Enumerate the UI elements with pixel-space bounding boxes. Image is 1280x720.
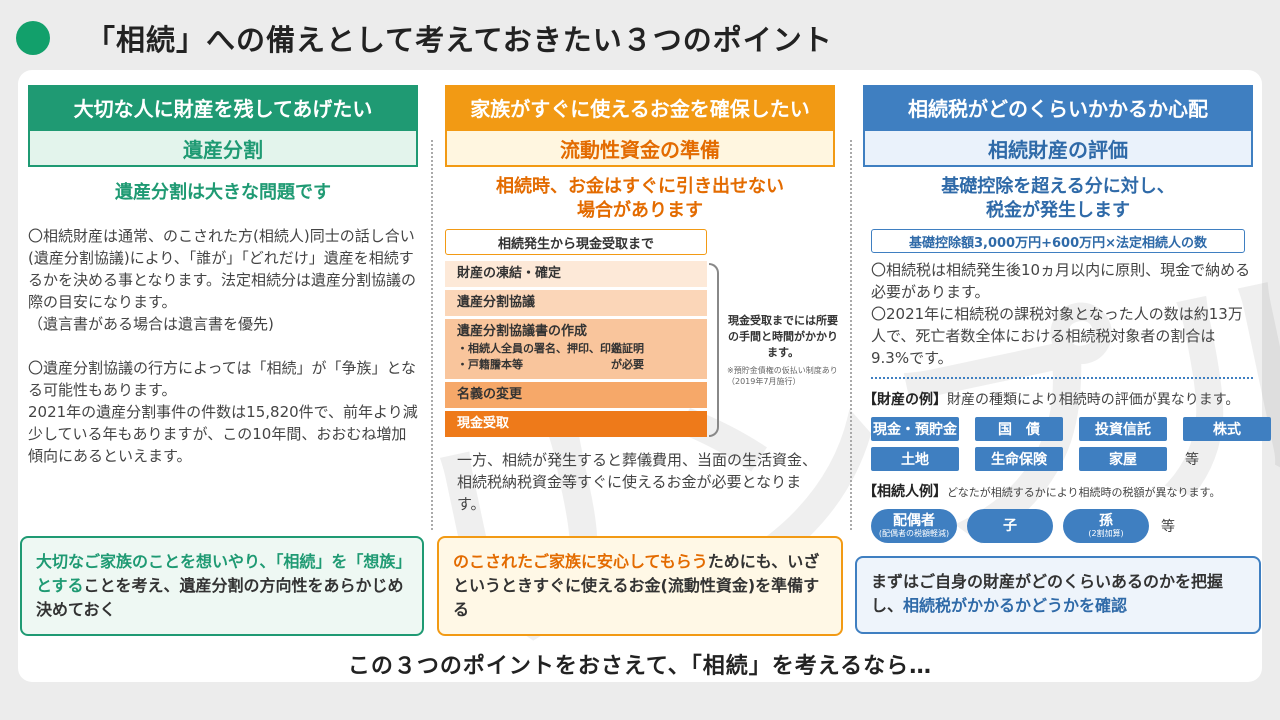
heir-note: (2割加算) xyxy=(1088,528,1124,538)
summary-highlight: のこされたご家族に安心してもらう xyxy=(453,552,708,571)
summary-highlight: 相続税がかかるかどうかを確認 xyxy=(903,596,1128,615)
column-subheader: 流動性資金の準備 xyxy=(445,129,835,167)
column-header: 家族がすぐに使えるお金を確保したい xyxy=(445,85,835,129)
heir-label: 子 xyxy=(1003,517,1017,534)
summary-box-blue: まずはご自身の財産がどのくらいあるのかを把握し、相続税がかかるかどうかを確認 xyxy=(855,556,1261,634)
asset-chip: 株式 xyxy=(1183,417,1271,441)
summary-text: ことを考え、遺産分割の方向性をあらかじめ決めておく xyxy=(36,576,404,619)
heir-note: (配偶者の税額軽減) xyxy=(878,528,950,538)
lead-line: 税金が発生します xyxy=(986,200,1130,221)
heir-label: 孫 xyxy=(1099,512,1113,529)
title-bullet-icon xyxy=(16,21,50,55)
asset-chip: 土地 xyxy=(871,447,959,471)
column-lead: 遺産分割は大きな問題です xyxy=(115,182,331,203)
flow-step-note: ・戸籍謄本等 が必要 xyxy=(457,358,644,371)
column-inheritance-division: 大切な人に財産を残してあげたい 遺産分割 遺産分割は大きな問題です 〇相続財産は… xyxy=(28,85,418,467)
asset-chip: 投資信託 xyxy=(1079,417,1167,441)
lead-line: 基礎控除を超える分に対し、 xyxy=(941,176,1175,197)
column-body: 〇相続税は相続発生後10ヵ月以内に原則、現金で納める必要があります。 〇2021… xyxy=(863,259,1253,369)
column-body: 一方、相続が発生すると葬儀費用、当面の生活資金、相続税納税資金等すぐに使えるお金… xyxy=(457,451,818,513)
column-body: 〇相続財産は通常、のこされた方(相続人)同士の話し合い(遺産分割協議)により、「… xyxy=(28,225,418,467)
heir-pill: 孫 (2割加算) xyxy=(1063,509,1149,543)
etc-label: 等 xyxy=(1161,519,1175,535)
asset-chip: 現金・預貯金 xyxy=(871,417,959,441)
asset-chips: 現金・預貯金 国 債 投資信託 株式 土地 生命保険 家屋 等 xyxy=(863,417,1271,471)
dotted-divider xyxy=(871,377,1253,379)
column-divider xyxy=(850,140,852,530)
column-subheader: 遺産分割 xyxy=(28,129,418,167)
column-tax-valuation: 相続税がどのくらいかかるか心配 相続財産の評価 基礎控除を超える分に対し、 税金… xyxy=(863,85,1271,543)
main-panel: リンプル 大切な人に財産を残してあげたい 遺産分割 遺産分割は大きな問題です 〇… xyxy=(18,70,1280,704)
column-header: 相続税がどのくらいかかるか心配 xyxy=(863,85,1253,129)
asset-chip: 国 債 xyxy=(975,417,1063,441)
etc-label: 等 xyxy=(1185,452,1199,468)
column-divider xyxy=(431,140,433,530)
brace-icon xyxy=(709,263,719,437)
page-title: 「相続」への備えとして考えておきたい３つのポイント xyxy=(86,23,833,57)
examples-desc: どなたが相続するかにより相続時の税額が異なります。 xyxy=(947,486,1221,499)
examples-desc: 財産の種類により相続時の評価が異なります。 xyxy=(947,392,1240,408)
flow-note: 現金受取までには所要の手間と時間がかかります。 xyxy=(728,314,838,359)
heir-pills: 配偶者 (配偶者の税額軽減) 子 孫 (2割加算) 等 xyxy=(863,509,1253,543)
asset-examples-title: 【財産の例】財産の種類により相続時の評価が異なります。 xyxy=(863,389,1253,409)
lead-line: 相続時、お金はすぐに引き出せない xyxy=(496,176,784,197)
heir-pill: 配偶者 (配偶者の税額軽減) xyxy=(871,509,957,543)
column-lead: 基礎控除を超える分に対し、 税金が発生します xyxy=(863,175,1253,223)
paragraph: 2021年の遺産分割事件の件数は15,820件で、前年より減少している年もありま… xyxy=(28,403,418,465)
lead-line: 場合があります xyxy=(577,200,703,221)
paragraph: 〇相続財産は通常、のこされた方(相続人)同士の話し合い(遺産分割協議)により、「… xyxy=(28,227,417,311)
examples-heading: 【財産の例】 xyxy=(863,392,947,408)
flow-step: 名義の変更 xyxy=(445,382,707,408)
paragraph: 〇相続税は相続発生後10ヵ月以内に原則、現金で納める必要があります。 xyxy=(871,261,1251,301)
flow-step-label: 遺産分割協議書の作成 xyxy=(457,324,588,339)
examples-heading: 【相続人例】 xyxy=(863,484,947,500)
column-subheader: 相続財産の評価 xyxy=(863,129,1253,167)
flow-diagram: 財産の凍結・確定 遺産分割協議 遺産分割協議書の作成 ・相続人全員の署名、押印、… xyxy=(445,261,838,441)
flow-footnote: ※預貯金債権の仮払い制度あり（2019年7月施行） xyxy=(727,366,838,386)
heir-label: 配偶者 xyxy=(893,512,935,529)
paragraph: （遺言書がある場合は遺言書を優先) xyxy=(28,315,274,333)
deduction-formula: 基礎控除額3,000万円+600万円×法定相続人の数 xyxy=(871,229,1245,253)
paragraph: 〇遺産分割協議の行方によっては「相続」が「争族」となる可能性もあります。 xyxy=(28,359,417,399)
summary-text: まずはご自身の財産がどのくらいあるのかを把握し、 xyxy=(871,572,1224,615)
paragraph: 〇2021年に相続税の課税対象となった人の数は約13万人で、死亡者数全体における… xyxy=(871,305,1243,367)
heir-pill: 子 xyxy=(967,509,1053,543)
summary-box-orange: のこされたご家族に安心してもらうためにも、いざというときすぐに使えるお金(流動性… xyxy=(437,536,843,636)
summary-box-green: 大切なご家族のことを想いやり、「相続」を「想族」とすることを考え、遺産分割の方向… xyxy=(20,536,424,636)
column-header: 大切な人に財産を残してあげたい xyxy=(28,85,418,129)
flow-step: 遺産分割協議 xyxy=(445,290,707,316)
flow-header: 相続発生から現金受取まで xyxy=(445,229,707,255)
flow-step-note: ・相続人全員の署名、押印、印鑑証明 xyxy=(457,342,644,355)
asset-chip: 家屋 xyxy=(1079,447,1167,471)
column-liquidity: 家族がすぐに使えるお金を確保したい 流動性資金の準備 相続時、お金はすぐに引き出… xyxy=(445,85,838,515)
asset-chip: 生命保険 xyxy=(975,447,1063,471)
footer-message: この３つのポイントをおさえて、「相続」を考えるなら… xyxy=(347,654,933,679)
summary-text: ためにも、いざというときすぐに使えるお金(流動性資金)を準備する xyxy=(453,552,820,619)
heir-examples-title: 【相続人例】どなたが相続するかにより相続時の税額が異なります。 xyxy=(863,481,1253,501)
flow-step: 現金受取 xyxy=(445,411,707,437)
title-row: 「相続」への備えとして考えておきたい３つのポイント xyxy=(16,16,833,60)
flow-step: 遺産分割協議書の作成 ・相続人全員の署名、押印、印鑑証明 ・戸籍謄本等 が必要 xyxy=(445,319,707,379)
summary-highlight: 大切なご家族のことを想いやり、「相続」を「想族」とする xyxy=(36,552,404,595)
flow-step: 財産の凍結・確定 xyxy=(445,261,707,287)
column-lead: 相続時、お金はすぐに引き出せない 場合があります xyxy=(445,175,835,223)
